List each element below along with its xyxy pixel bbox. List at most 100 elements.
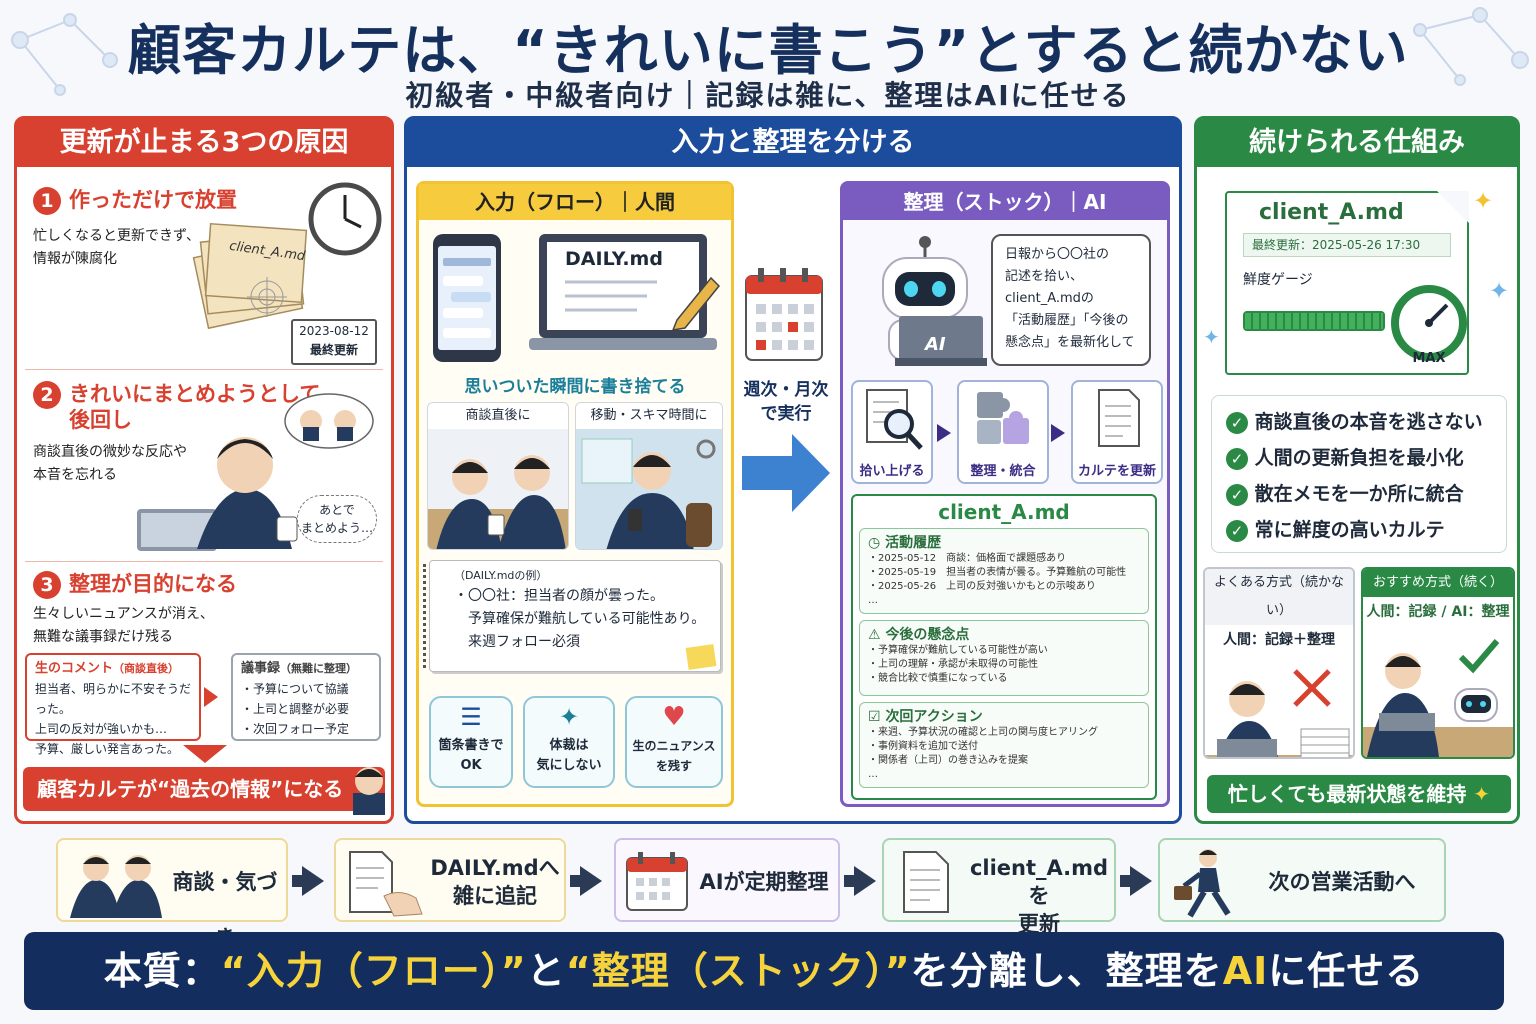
note-line: 来週フォロー必須 (468, 634, 580, 650)
cause-title: きれいにまとめようとして (69, 382, 321, 406)
raw-comment-note: （商談直後） (113, 662, 180, 675)
dusty-papers-icon (192, 222, 308, 330)
check-icon: ✓ (1226, 412, 1248, 434)
banner-ai: AI (1222, 949, 1269, 993)
sparkle-icon: ✦ (1473, 187, 1494, 215)
note-line: 予算確保が難航している可能性あり。 (468, 611, 706, 627)
minutes-line: ・次回フォロー予定 (241, 722, 350, 736)
page-title: 顧客カルテは、“きれいに書こう”とすると続かない (127, 19, 1409, 82)
flow-label: AIが定期整理 (699, 870, 829, 894)
md-title: client_A.md (938, 500, 1070, 524)
feature-line: 箇条書きで (438, 738, 504, 753)
cause-text: 商談直後の微妙な反応や (33, 444, 187, 460)
causes-column: 更新が止まる3つの原因 1 作っただけで放置 忙しくなると更新できず、 情報が陳… (14, 116, 394, 824)
result-banner: 顧客カルテが“過去の情報”になる (23, 767, 385, 811)
page-subtitle: 初級者・中級者向け｜記録は雑に、整理はAIに任せる (405, 79, 1131, 112)
sticky-corner-icon (685, 644, 717, 670)
step-update: カルテを更新 (1071, 380, 1163, 484)
cause-text: 情報が陳腐化 (33, 251, 117, 267)
divider (25, 369, 383, 370)
calendar-icon (745, 268, 823, 361)
scene-label: 商談直後に (428, 403, 568, 429)
arrow-down-icon (183, 745, 227, 763)
md-section-title: 今後の懸念点 (885, 627, 970, 643)
page-fold-icon (1437, 191, 1469, 223)
flow-label: client_A.mdを 更新 (964, 854, 1114, 938)
raw-comment-line: 予算、厳しい発言あった。 (35, 742, 180, 756)
md-line: ・競合比較で慎重になっている (868, 673, 1008, 684)
commuter-phone-icon (576, 429, 722, 549)
md-line: ・事例資料を追加で送付 (868, 741, 978, 752)
laptop-icon (529, 234, 721, 350)
stock-panel-title: 整理（ストック）｜AI (843, 184, 1167, 220)
flow-arrow-icon (1130, 866, 1152, 896)
md-section-title: 次回アクション (885, 709, 983, 725)
flow-arrow-shaft (292, 875, 302, 887)
benefit-item: 商談直後の本音を逃さない (1254, 411, 1483, 433)
raw-comment-line: 上司の反対が強いかも… (35, 722, 168, 736)
sustainable-column: 続けられる仕組み client_A.md 最終更新：2025-05-26 17:… (1194, 116, 1520, 824)
running-businessman-icon (1174, 849, 1231, 918)
smartphone-icon (433, 234, 501, 362)
daily-note-example: （DAILY.mdの例） ・〇〇社：担当者の顔が曇った。 予算確保が難航している… (429, 560, 721, 672)
big-arrow-right-icon (742, 434, 830, 512)
step-label: 拾い上げる (859, 464, 925, 479)
sustainable-heading: 続けられる仕組み (1197, 119, 1517, 167)
arrow-right-icon (204, 687, 218, 707)
md-line: ・来週、予算状況の確認と上司の関与度ヒアリング (868, 727, 1098, 738)
arrow-right-icon (1051, 424, 1065, 442)
minutes-note: （無難に整理） (280, 662, 358, 675)
flow-label-line: 雑に追記 (453, 884, 537, 908)
md-section-history: ◷ 活動履歴 ・2025-05-12 商談：価格面で課題感あり ・2025-05… (859, 528, 1149, 614)
check-icon: ✓ (1226, 520, 1248, 542)
banner-and: と (526, 949, 566, 993)
banner-suffix: に任せる (1268, 949, 1425, 993)
thought-text: あとで (319, 503, 355, 517)
benefit-item: 常に鮮度の高いカルテ (1254, 519, 1445, 541)
schedule-line: 週次・月次 (743, 380, 829, 400)
step-label: カルテを更新 (1077, 464, 1156, 479)
scene-meeting: 商談直後に (427, 402, 569, 550)
clock-icon: ◷ (868, 535, 886, 551)
thought-bubble-icon (284, 393, 374, 449)
minutes-line: ・上司と調整が必要 (241, 702, 350, 716)
md-line: … (868, 769, 878, 780)
flow-arrow-shaft (844, 875, 854, 887)
flow-step-meeting: 商談・気づき (56, 838, 288, 950)
note-title: （DAILY.mdの例） (454, 569, 548, 582)
flow-label-line: client_A.mdを (969, 856, 1109, 908)
cause-text: 忙しくなると更新できず、 (33, 228, 201, 244)
raw-comment-box: 生のコメント（商談直後） 担当者、明らかに不安そうだった。 上司の反対が強いかも… (25, 653, 201, 756)
meeting-people-icon (428, 455, 568, 549)
stamp-date: 2023-08-12 (299, 324, 369, 338)
flow-step-daily: DAILY.mdへ 雑に追記 (334, 838, 566, 922)
sparkle-icon: ✦ (1203, 325, 1220, 349)
input-tagline: 思いついた瞬間に書き捨てる (464, 377, 686, 397)
separation-heading: 入力と整理を分ける (407, 119, 1179, 167)
clock-icon (308, 182, 382, 256)
puzzle-icon (977, 392, 1029, 444)
flow-arrow-icon (302, 866, 324, 896)
sparkle-icon: ✦ (1473, 782, 1491, 806)
network-decoration-icon (11, 13, 118, 96)
ai-label: AI (925, 334, 946, 355)
feature-line: OK (460, 758, 482, 773)
flow-label: 次の営業活動へ (1268, 870, 1416, 894)
checkbox-icon: ☑ (868, 709, 886, 725)
freshness-label: 鮮度ゲージ (1243, 272, 1313, 288)
step-merge: 整理・統合 (957, 380, 1049, 484)
divider (25, 561, 383, 562)
raw-comment-line: 担当者、明らかに不安そうだった。 (35, 682, 192, 716)
last-updated: 最終更新：2025-05-26 17:30 (1243, 233, 1451, 257)
md-line: ・上司の理解・承認が未取得の可能性 (868, 659, 1038, 670)
raw-comment-title: 生のコメント (35, 661, 114, 676)
network-decoration-icon (1413, 7, 1529, 86)
feature-bullets: ☰ 箇条書きで OK (429, 696, 513, 788)
scene-commute: 移動・スキマ時間に (575, 402, 723, 550)
flow-label: 商談・気づき (172, 870, 278, 950)
md-section-title: 活動履歴 (885, 535, 942, 551)
speech-line: 「活動履歴」「今後の (1005, 313, 1129, 328)
md-line: ・予算確保が難航している可能性が高い (868, 645, 1048, 656)
md-line: ・2025-05-19 担当者の表情が曇る。予算難航の可能性 (868, 567, 1127, 578)
list-icon: ☰ (460, 703, 482, 731)
